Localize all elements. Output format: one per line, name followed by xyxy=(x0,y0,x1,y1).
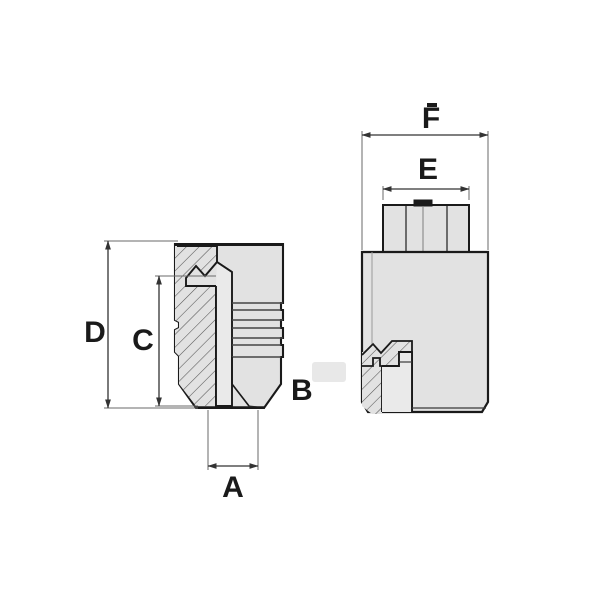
right-end-section-view xyxy=(360,199,490,414)
right-section-hatching xyxy=(362,341,412,414)
right-boss-top-tab xyxy=(413,199,433,207)
dimension-c-label: C xyxy=(132,324,154,357)
dimension-b-label: B xyxy=(291,374,313,407)
right-pocket-fill xyxy=(382,352,412,412)
dimension-f-label: F xyxy=(422,102,440,135)
dimension-f-tick xyxy=(427,103,437,107)
dimension-e-label: E xyxy=(418,153,438,186)
right-drive-boss xyxy=(382,204,470,254)
dimension-a: A xyxy=(207,410,259,504)
left-side-section-view xyxy=(173,242,285,410)
dimension-b: B xyxy=(291,374,313,407)
watermark-block xyxy=(312,362,346,382)
dimension-d-label: D xyxy=(84,316,106,349)
dimension-c: C xyxy=(132,275,216,407)
dimension-e: E xyxy=(382,153,470,200)
left-lower-taper-line xyxy=(231,357,250,407)
left-surface-lines xyxy=(232,302,283,358)
dimension-d: D xyxy=(84,240,198,409)
left-cone-seat-lines xyxy=(204,261,233,277)
dimension-a-label: A xyxy=(222,471,244,504)
right-pocket-edge xyxy=(382,351,413,412)
left-bore-inner-wall xyxy=(215,261,233,407)
left-cut-region-outline xyxy=(177,245,218,406)
dimension-f: F xyxy=(361,102,489,250)
